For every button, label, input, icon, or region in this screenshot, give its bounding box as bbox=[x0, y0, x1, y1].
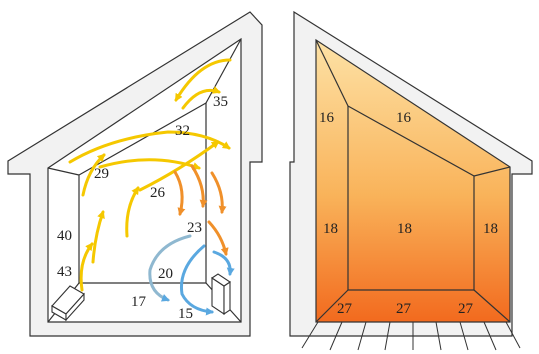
temp-label: 23 bbox=[187, 220, 202, 236]
temp-label: 18 bbox=[397, 221, 412, 237]
temp-label: 16 bbox=[396, 110, 412, 126]
airflow-arrow bbox=[212, 250, 235, 276]
temp-label: 29 bbox=[94, 166, 109, 182]
underfloor-heating-lines bbox=[301, 321, 521, 351]
right-room: 16 16 18 18 18 27 27 27 bbox=[289, 10, 533, 351]
radiator-right bbox=[211, 273, 231, 316]
airflow-arrow bbox=[210, 171, 227, 214]
airflow-arrow bbox=[174, 58, 232, 102]
temp-label: 15 bbox=[178, 306, 193, 322]
airflow-arrow bbox=[68, 130, 231, 164]
airflow-arrow bbox=[181, 86, 221, 110]
temp-label: 35 bbox=[213, 94, 228, 110]
airflow-arrow bbox=[190, 164, 208, 208]
cool-airflow-arrows bbox=[148, 234, 235, 316]
left-room: 35 32 29 26 23 40 43 20 17 15 bbox=[7, 11, 263, 337]
temp-label: 27 bbox=[458, 301, 474, 317]
right-room-heated-interior bbox=[315, 38, 511, 323]
temp-label: 43 bbox=[57, 264, 72, 280]
temp-label: 32 bbox=[175, 123, 190, 139]
temp-label: 27 bbox=[396, 301, 412, 317]
airflow-arrow bbox=[148, 234, 192, 302]
airflow-arrow bbox=[98, 158, 201, 170]
warm-airflow-arrows bbox=[68, 58, 232, 292]
temp-label: 40 bbox=[57, 228, 72, 244]
temp-label: 26 bbox=[150, 185, 166, 201]
right-room-perspective-lines bbox=[315, 39, 511, 323]
temp-label: 27 bbox=[337, 301, 353, 317]
temp-label: 17 bbox=[131, 294, 147, 310]
airflow-arrow bbox=[91, 210, 105, 264]
airflow-arrow bbox=[81, 153, 106, 197]
airflow-arrow bbox=[79, 242, 94, 292]
hot-airflow-arrows bbox=[173, 164, 229, 256]
airflow-arrow bbox=[207, 220, 229, 256]
temp-label: 16 bbox=[319, 110, 335, 126]
airflow-arrow bbox=[138, 140, 220, 192]
airflow-arrow bbox=[125, 186, 140, 238]
temp-label: 18 bbox=[323, 221, 338, 237]
airflow-arrow bbox=[173, 170, 186, 216]
airflow-arrow bbox=[179, 244, 214, 316]
radiator-left bbox=[51, 285, 85, 322]
temp-label: 20 bbox=[158, 266, 173, 282]
temp-label: 18 bbox=[483, 221, 498, 237]
